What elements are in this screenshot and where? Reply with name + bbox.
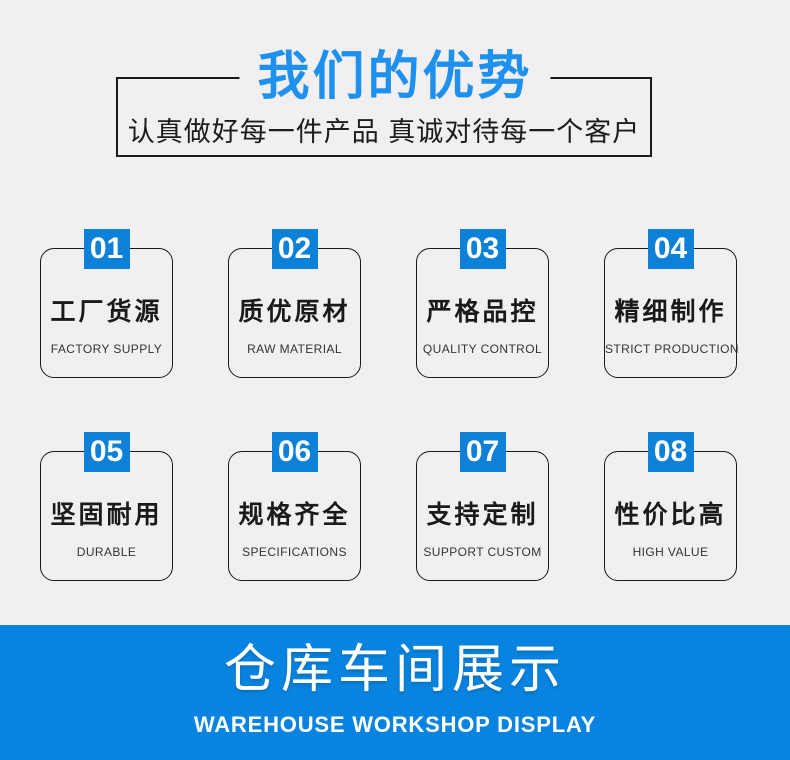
advantage-caption: FACTORY SUPPLY (50, 342, 163, 356)
advantage-caption: STRICT PRODUCTION (605, 342, 739, 356)
advantage-title: 质优原材 (238, 298, 351, 326)
advantage-caption: RAW MATERIAL (247, 342, 342, 356)
advantage-card-specifications: 06 规格齐全 SPECIFICATIONS (228, 432, 361, 581)
advantage-title: 严格品控 (426, 298, 539, 326)
advantage-card-support-custom: 07 支持定制 SUPPORT CUSTOM (416, 432, 549, 581)
advantage-caption: SUPPORT CUSTOM (423, 545, 542, 559)
advantage-number-badge: 05 (83, 432, 130, 472)
warehouse-display-banner: 仓库车间展示 WAREHOUSE WORKSHOP DISPLAY (0, 625, 790, 760)
advantage-card-raw-material: 02 质优原材 RAW MATERIAL (228, 229, 361, 378)
advantage-card-durable: 05 坚固耐用 DURABLE (40, 432, 173, 581)
advantages-row-2: 05 坚固耐用 DURABLE 06 规格齐全 SPECIFICATIONS 0… (40, 432, 737, 581)
banner-subtitle: WAREHOUSE WORKSHOP DISPLAY (193, 712, 597, 737)
advantage-title: 规格齐全 (238, 501, 351, 529)
advantage-number-badge: 06 (271, 432, 318, 472)
advantage-number-badge: 03 (459, 229, 506, 269)
advantage-caption: DURABLE (76, 545, 137, 559)
advantage-card-quality-control: 03 严格品控 QUALITY CONTROL (416, 229, 549, 378)
advantage-caption: SPECIFICATIONS (242, 545, 347, 559)
advantage-number-badge: 01 (83, 229, 130, 269)
advantages-section-subtitle: 认真做好每一件产品 真诚对待每一个客户 (127, 117, 641, 147)
advantage-number-badge: 04 (647, 229, 694, 269)
advantage-title: 性价比高 (614, 501, 727, 529)
advantage-card-factory-supply: 01 工厂货源 FACTORY SUPPLY (40, 229, 173, 378)
banner-title: 仓库车间展示 (223, 641, 566, 699)
advantage-caption: HIGH VALUE (632, 545, 709, 559)
advantage-title: 坚固耐用 (50, 501, 163, 529)
advantage-number-badge: 07 (459, 432, 506, 472)
advantage-title: 精细制作 (614, 298, 727, 326)
advantage-card-high-value: 08 性价比高 HIGH VALUE (604, 432, 737, 581)
advantage-number-badge: 02 (271, 229, 318, 269)
advantage-number-badge: 08 (647, 432, 694, 472)
advantage-caption: QUALITY CONTROL (422, 342, 543, 356)
advantage-title: 工厂货源 (50, 298, 163, 326)
advantage-title: 支持定制 (426, 501, 539, 529)
advantages-row-1: 01 工厂货源 FACTORY SUPPLY 02 质优原材 RAW MATER… (40, 229, 739, 378)
advantage-card-strict-production: 04 精细制作 STRICT PRODUCTION (604, 229, 739, 378)
advantages-section-title: 我们的优势 (239, 50, 551, 105)
